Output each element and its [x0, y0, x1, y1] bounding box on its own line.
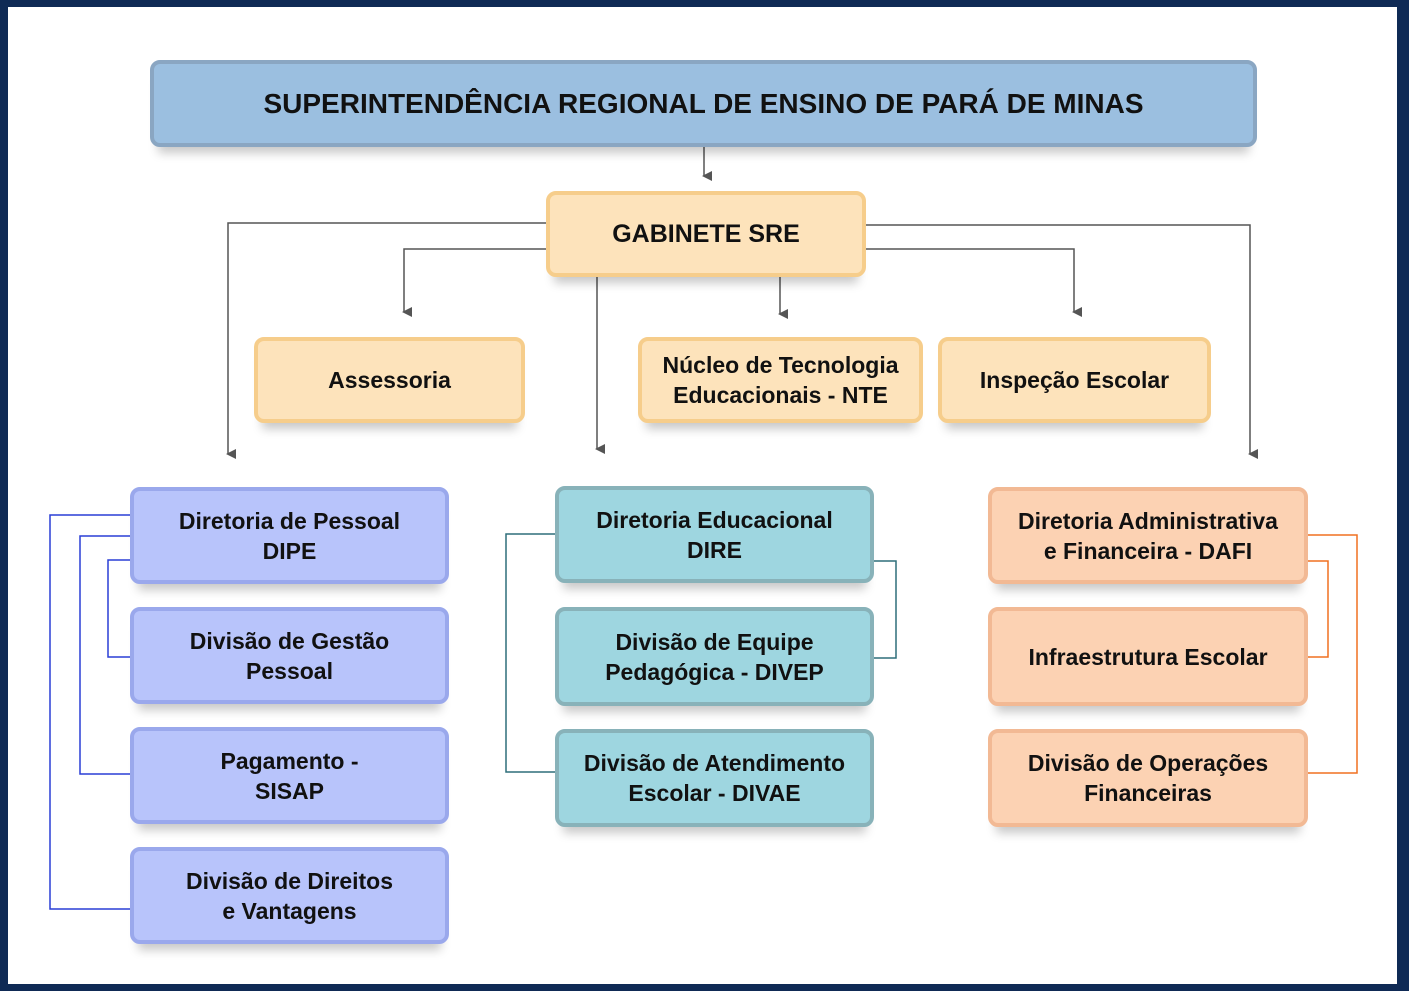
direitos-vantagens-box: Divisão de Direitos e Vantagens [130, 847, 449, 944]
sisap-box: Pagamento - SISAP [130, 727, 449, 824]
dipe-connectors [49, 514, 130, 910]
inspecao-box: Inspeção Escolar [938, 337, 1211, 423]
gestao-pessoal-box: Divisão de Gestão Pessoal [130, 607, 449, 704]
arrow-gabinete-dipe [226, 222, 546, 459]
dafi-connectors [1307, 534, 1358, 774]
dafi-box: Diretoria Administrativa e Financeira - … [988, 487, 1308, 584]
arrow-gabinete-inspecao [866, 248, 1082, 317]
hierarchy-arrows [226, 146, 1258, 459]
superintendencia-title: SUPERINTENDÊNCIA REGIONAL DE ENSINO DE P… [150, 60, 1257, 147]
operacoes-financeiras-box: Divisão de Operações Financeiras [988, 729, 1308, 827]
assessoria-box: Assessoria [254, 337, 525, 423]
divep-box: Divisão de Equipe Pedagógica - DIVEP [555, 607, 874, 706]
infraestrutura-box: Infraestrutura Escolar [988, 607, 1308, 706]
dire-connectors [505, 533, 897, 773]
nte-box: Núcleo de Tecnologia Educacionais - NTE [638, 337, 923, 423]
dire-box: Diretoria Educacional DIRE [555, 486, 874, 583]
gabinete-box: GABINETE SRE [546, 191, 866, 277]
dipe-box: Diretoria de Pessoal DIPE [130, 487, 449, 584]
arrow-gabinete-dafi [866, 224, 1258, 459]
arrow-gabinete-assessoria [402, 248, 546, 317]
divae-box: Divisão de Atendimento Escolar - DIVAE [555, 729, 874, 827]
